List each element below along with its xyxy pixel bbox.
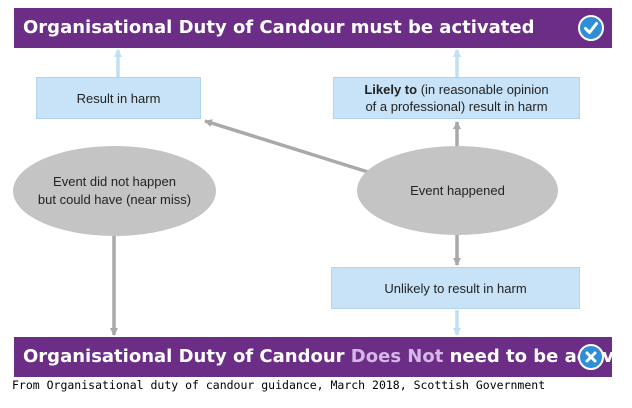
node-likely-to-result-in-harm: Likely to (in reasonable opinion of a pr… [333, 77, 580, 119]
check-circle-icon [578, 15, 604, 41]
node-likely-rest1: (in reasonable opinion [417, 82, 549, 97]
node-unlikely-harm-label: Unlikely to result in harm [384, 280, 527, 296]
node-likely-line1: Likely to (in reasonable opinion [364, 81, 548, 98]
source-caption: From Organisational duty of candour guid… [12, 378, 546, 392]
cross-circle-icon [578, 344, 604, 370]
node-result-in-harm-label: Result in harm [76, 90, 161, 106]
arrow-event-to-result [204, 119, 369, 174]
bottom-banner-highlight: Does Not [350, 346, 444, 367]
top-banner: Organisational Duty of Candour must be a… [14, 8, 612, 48]
node-event-happened: Event happened [357, 146, 558, 235]
bottom-banner: Organisational Duty of Candour Does Not … [14, 337, 632, 377]
node-likely-rest2: of a professional) result in harm [365, 99, 548, 114]
node-unlikely-harm: Unlikely to result in harm [331, 267, 580, 309]
node-near-miss-line1: Event did not happen [53, 174, 176, 189]
node-event-happened-label: Event happened [410, 182, 505, 198]
node-likely-bold: Likely to [364, 82, 418, 97]
node-result-in-harm: Result in harm [36, 77, 201, 119]
bottom-banner-text-before: Organisational Duty of Candour [23, 346, 351, 367]
node-near-miss-line2: but could have (near miss) [37, 192, 192, 207]
node-near-miss: Event did not happen but could have (nea… [13, 146, 216, 236]
top-banner-text: Organisational Duty of Candour must be a… [23, 17, 535, 38]
